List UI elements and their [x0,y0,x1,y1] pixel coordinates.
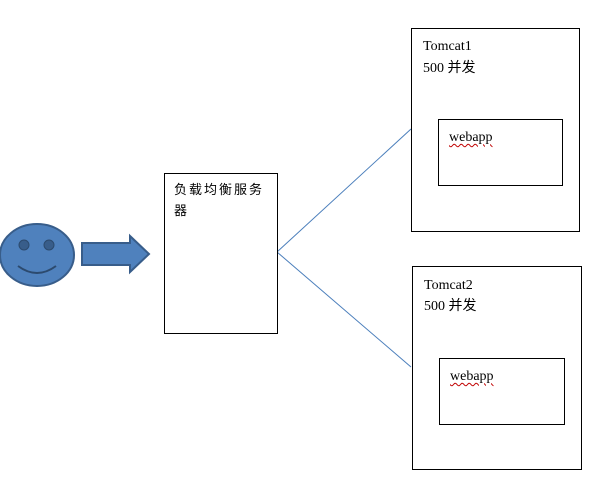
tomcat1-concurrency: 500 并发 [423,61,476,76]
tomcat2-name: Tomcat2 [424,278,473,293]
connector-line-tomcat2 [276,251,412,368]
tomcat1-webapp-box: webapp [438,119,563,186]
tomcat1-name: Tomcat1 [423,39,472,54]
tomcat1-box: Tomcat1 500 并发 webapp [411,28,580,232]
tomcat2-concurrency: 500 并发 [424,299,477,314]
tomcat1-webapp-label: webapp [449,130,493,145]
smiley-face-icon [0,223,75,287]
tomcat2-webapp-label: webapp [450,369,494,384]
tomcat2-webapp-box: webapp [439,358,565,425]
connector-line-tomcat1 [276,128,412,253]
load-balancer-box: 负载均衡服务器 [164,173,278,334]
load-balancer-label: 负载均衡服务器 [174,183,265,219]
right-arrow-icon [81,233,151,275]
tomcat2-box: Tomcat2 500 并发 webapp [412,266,582,470]
